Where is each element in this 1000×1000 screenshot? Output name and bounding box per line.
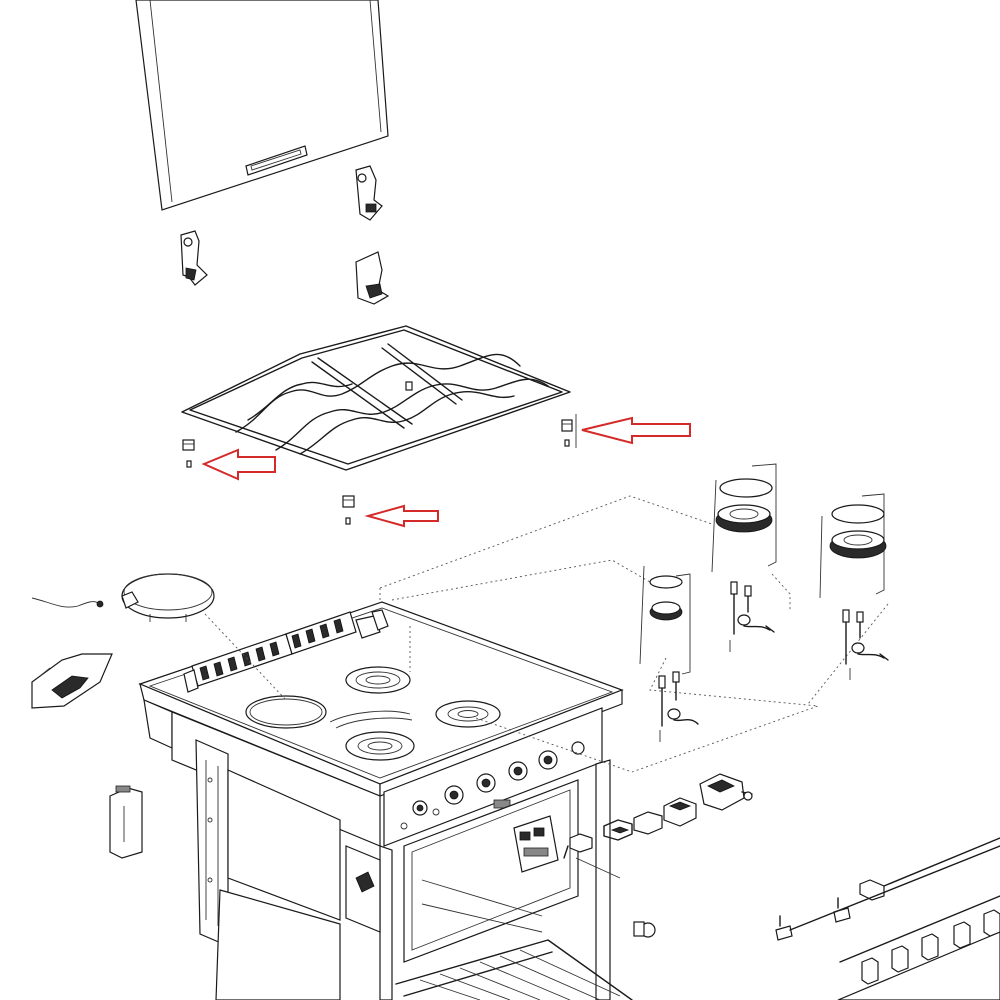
hob-burner-hole-front-right [435, 700, 501, 728]
burner-assembly-small [639, 565, 699, 742]
control-knobs [861, 909, 1000, 985]
front-control-strip [837, 895, 1000, 1000]
hinge-right-bottom [355, 251, 390, 305]
hob-burner-hole-rear-right [345, 666, 411, 694]
side-cover-panel [109, 785, 143, 859]
oven-shelf [395, 939, 633, 1000]
rubber-foot-center [342, 495, 355, 525]
rubber-foot-left [182, 439, 195, 468]
ignition-button [633, 921, 656, 938]
leader-lines [204, 495, 889, 773]
hinge-left [180, 230, 208, 286]
cooker-body [138, 601, 633, 1000]
burner-assembly-large [711, 463, 777, 652]
callout-arrow-left [201, 448, 276, 481]
rear-vent-right [285, 611, 357, 655]
hob-burner-hole-rear-left [245, 695, 327, 729]
rubber-foot-right [561, 414, 577, 448]
oven-door-parts [775, 837, 1000, 941]
lid-badge [245, 145, 308, 176]
side-bracket [31, 653, 113, 709]
burner-assembly-right [819, 493, 889, 680]
callout-arrow-right [581, 416, 691, 445]
control-knob-spindles [400, 741, 585, 830]
pan-support-grate [181, 325, 571, 471]
thermocouple-large [729, 581, 775, 652]
electric-hotplate [31, 573, 215, 622]
hob-burner-hole-front-left [345, 731, 415, 761]
thermocouple-right [842, 609, 889, 680]
thermocouple-small [658, 671, 699, 742]
gas-valves [563, 773, 753, 879]
glass-lid [135, 0, 389, 211]
electrical-module [513, 815, 559, 873]
hinge-right-top [355, 165, 383, 221]
callout-arrow-center [364, 504, 439, 528]
